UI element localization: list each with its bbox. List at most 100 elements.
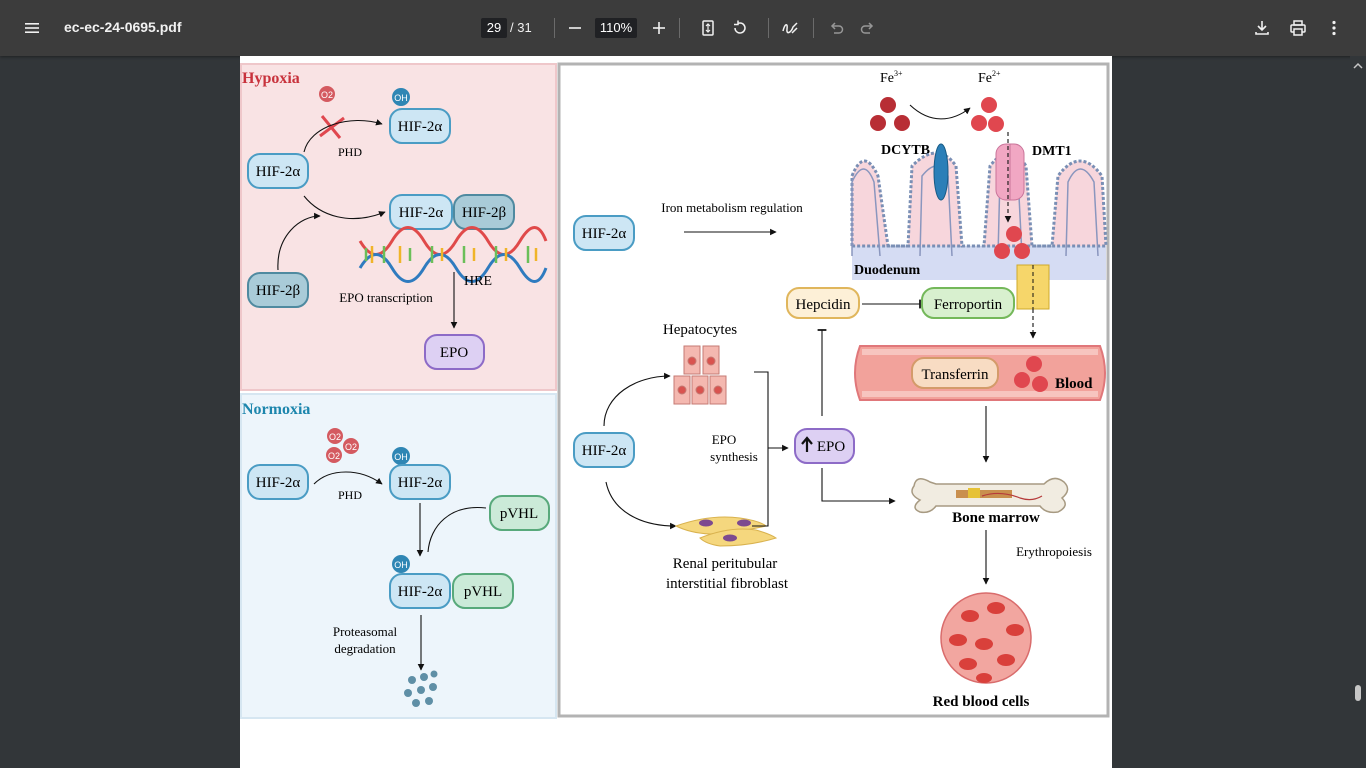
- dimerization-arrow: [303, 195, 386, 220]
- pvhl-arrow: [427, 507, 487, 553]
- epo-transcription-label: EPO transcription: [339, 290, 433, 305]
- oh-label: OH: [394, 93, 408, 103]
- renal-fibroblast-label-2: interstitial fibroblast: [666, 576, 789, 592]
- hif2a-node: [389, 194, 453, 230]
- transferrin-node: [911, 357, 999, 389]
- pdf-page: Hypoxia O2 PHD OH HIF-2α HIF-2α: [240, 56, 1112, 768]
- epo-synthesis-label: EPO: [712, 432, 737, 447]
- dcytb-transporter: [933, 143, 949, 201]
- ferroportin-label: Ferroportin: [934, 297, 1003, 313]
- liver-arrow: [603, 372, 671, 427]
- more-icon[interactable]: [1318, 12, 1350, 44]
- hif2a-label: HIF-2α: [399, 205, 444, 221]
- hepcidin-label: Hepcidin: [796, 297, 851, 313]
- hepcidin-node: [786, 287, 860, 319]
- epo-synthesis-label-2: synthesis: [710, 449, 758, 464]
- reduction-arrow: [909, 104, 971, 120]
- print-icon[interactable]: [1282, 12, 1314, 44]
- o2-label: O2: [329, 432, 341, 442]
- undo-icon[interactable]: [820, 12, 852, 44]
- hif2a-node: [247, 153, 309, 189]
- zoom-level-input[interactable]: 110%: [595, 18, 637, 38]
- synthesis-bracket: [752, 371, 769, 527]
- fe2-ions-cell: [994, 226, 1030, 259]
- hif2a-node: [247, 464, 309, 500]
- annotate-icon[interactable]: [774, 12, 806, 44]
- hydroxylation-arrow: [303, 119, 383, 153]
- scroll-up-icon[interactable]: [1353, 61, 1363, 71]
- redo-icon[interactable]: [852, 12, 884, 44]
- dmt1-label: DMT1: [1032, 144, 1072, 159]
- pvhl-label: pVHL: [464, 584, 502, 600]
- hypoxia-panel: Hypoxia O2 PHD OH HIF-2α HIF-2α: [240, 63, 557, 391]
- blood-vessel-illustration: Transferrin Blood: [854, 345, 1106, 401]
- erythropoiesis-label: Erythropoiesis: [1016, 544, 1092, 559]
- oh-label: OH: [394, 560, 408, 570]
- fe-ions-blood: [1014, 356, 1048, 392]
- hif2a-label: HIF-2α: [582, 226, 627, 242]
- scroll-thumb[interactable]: [1355, 685, 1361, 701]
- menu-icon[interactable]: [16, 12, 48, 44]
- iron-erythropoiesis-panel: Fe3+ Fe2+ DCYTB DMT1 Duodenum: [557, 62, 1110, 718]
- renal-fibroblast-label: Renal peritubular: [673, 556, 778, 572]
- fibroblast-illustration: [674, 516, 778, 547]
- hepatocytes-label: Hepatocytes: [663, 322, 737, 338]
- dna-helix-icon: [358, 226, 548, 283]
- hif2a-node: [389, 464, 451, 500]
- hif2a-label: HIF-2α: [256, 164, 301, 180]
- fit-page-icon[interactable]: [692, 12, 724, 44]
- hif2a-label: HIF-2α: [256, 475, 301, 491]
- hif2a-label: HIF-2α: [398, 584, 443, 600]
- zoom-out-icon[interactable]: [559, 12, 591, 44]
- iron-regulation-label: Iron metabolism regulation: [661, 200, 803, 215]
- ferroportin-node: [921, 287, 1015, 319]
- hydroxylation-arrow: [313, 471, 383, 485]
- page-total: / 31: [510, 20, 532, 35]
- transferrin-label: Transferrin: [922, 367, 989, 383]
- document-title: ec-ec-24-0695.pdf: [64, 19, 182, 35]
- rbc-label: Red blood cells: [933, 694, 1030, 710]
- bone-marrow-label: Bone marrow: [952, 510, 1040, 526]
- up-arrow-icon: [801, 436, 813, 452]
- fe2-ions: [971, 97, 1004, 132]
- hypoxia-title: Hypoxia: [242, 70, 300, 87]
- o2-molecule: O2 O2 O2: [326, 428, 359, 463]
- normoxia-title: Normoxia: [242, 401, 310, 418]
- download-icon[interactable]: [1246, 12, 1278, 44]
- hif2b-label: HIF-2β: [462, 205, 506, 221]
- zoom-in-icon[interactable]: [643, 12, 675, 44]
- hif2a-node: [389, 573, 451, 609]
- hif2a-node: [573, 215, 635, 251]
- oh-group: [392, 88, 410, 106]
- epo-node: [794, 428, 855, 464]
- proteasomal-label: Proteasomal: [333, 624, 398, 639]
- o2-label: O2: [328, 451, 340, 461]
- hif2a-node: [389, 108, 451, 144]
- blood-label: Blood: [1055, 376, 1093, 392]
- oh-group: [392, 447, 410, 465]
- oh-group: [392, 555, 410, 573]
- toolbar-divider: [554, 18, 555, 38]
- rotate-icon[interactable]: [724, 12, 756, 44]
- hif-pathway-figure: Hypoxia O2 PHD OH HIF-2α HIF-2α: [240, 62, 1110, 719]
- epo-label: EPO: [817, 439, 846, 455]
- page-number-input[interactable]: 29: [481, 18, 507, 38]
- phd-label: PHD: [338, 488, 362, 502]
- toolbar-divider: [813, 18, 814, 38]
- bone-marrow-arrow: [821, 468, 896, 505]
- red-blood-cells-icon: [940, 592, 1032, 684]
- hif2a-label: HIF-2α: [398, 119, 443, 135]
- epo-label: EPO: [440, 345, 469, 361]
- vertical-scrollbar[interactable]: [1350, 56, 1366, 768]
- duodenum-label: Duodenum: [854, 263, 920, 278]
- toolbar-divider: [679, 18, 680, 38]
- hif2b-arrow: [277, 212, 321, 271]
- o2-molecule: O2: [319, 86, 335, 102]
- pvhl-node: [489, 495, 550, 531]
- hif2b-node: [247, 272, 309, 308]
- fe3-label: Fe3+: [880, 69, 903, 86]
- blocked-x-icon: [319, 115, 345, 139]
- pdf-toolbar: ec-ec-24-0695.pdf 29 / 31 110%: [0, 0, 1366, 56]
- degraded-peptides-icon: [404, 670, 438, 707]
- fe3-ions: [870, 97, 910, 131]
